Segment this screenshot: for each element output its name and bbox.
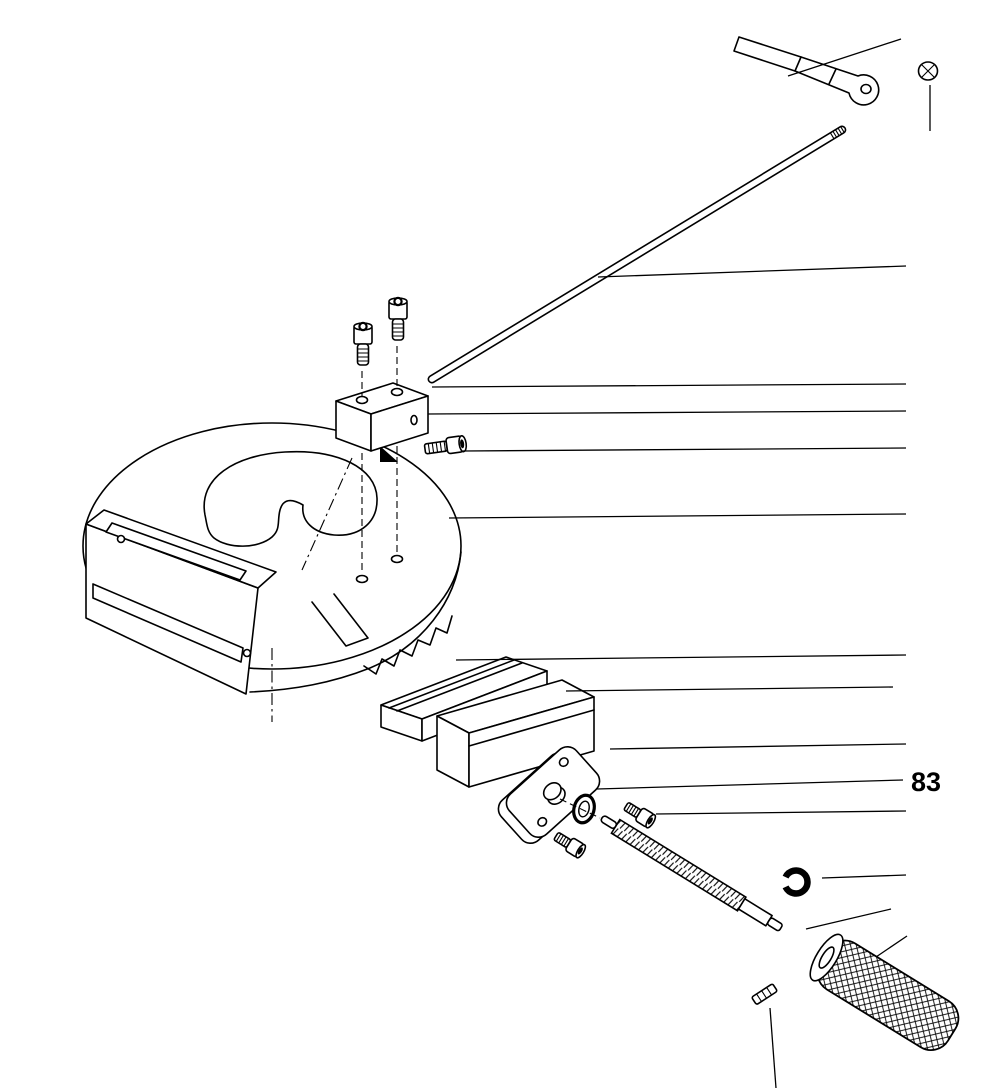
phillips-slot-icon	[921, 64, 935, 78]
block-hole-b	[390, 387, 404, 397]
flange-screw-right	[623, 802, 657, 829]
rim-serrations	[363, 615, 453, 675]
body-tapped-hole-a	[355, 574, 369, 584]
handle-bend-lines	[794, 56, 837, 85]
hex-socket-icon	[358, 321, 368, 332]
fixed-jaw-top-slot	[105, 522, 247, 581]
roll-pin	[751, 983, 778, 1005]
lead-screw-shank	[737, 898, 773, 927]
base-side-rim	[249, 551, 462, 693]
flange-screw-hole-b	[537, 816, 548, 827]
lead-screw-tip	[766, 917, 783, 932]
lead-screw-threads	[610, 818, 747, 912]
jaw-block-lower	[436, 679, 595, 788]
flange-plate	[497, 745, 601, 845]
jaw-step-line	[468, 709, 595, 747]
jaw-hole-left	[116, 534, 126, 544]
block-side-hole	[410, 414, 418, 426]
assembly-dashed-lines	[271, 346, 601, 819]
kidney-cutout	[203, 450, 378, 547]
cap-screw-b	[388, 296, 408, 341]
slide-channel	[311, 593, 369, 647]
vise-base-body	[82, 422, 462, 695]
hex-socket-icon	[393, 296, 403, 307]
clamp-set-screw	[423, 434, 468, 455]
handle-bore	[818, 946, 835, 969]
leader-lines	[427, 38, 931, 1089]
hex-socket-icon	[577, 847, 583, 855]
block-right-face	[370, 395, 429, 452]
handle-crank	[733, 36, 880, 106]
flange-screw-hole-a	[558, 757, 569, 768]
slide-groove-lines	[388, 659, 523, 712]
hex-socket-icon	[647, 817, 653, 825]
lead-screw	[600, 815, 783, 932]
handle-retaining-screw	[917, 61, 939, 81]
guide-rod	[427, 125, 847, 384]
callout-83-label: 83	[911, 767, 941, 797]
rod-thread-ticks	[829, 126, 845, 140]
e-ring-circlip	[782, 867, 811, 897]
cap-screw-a	[353, 321, 373, 366]
knurled-handle	[809, 933, 960, 1051]
rod-clamp-block	[335, 382, 429, 452]
jaw-hole-right	[242, 648, 252, 658]
block-hole-a	[355, 395, 369, 405]
body-tapped-hole-b	[390, 554, 404, 564]
fixed-jaw-front-slot	[92, 583, 244, 663]
chamfer-shadow	[380, 446, 398, 462]
handle-hole	[860, 83, 872, 95]
flange-center-hole	[542, 782, 562, 801]
flange-screw-bottom	[553, 832, 587, 859]
hex-socket-icon	[460, 439, 465, 449]
